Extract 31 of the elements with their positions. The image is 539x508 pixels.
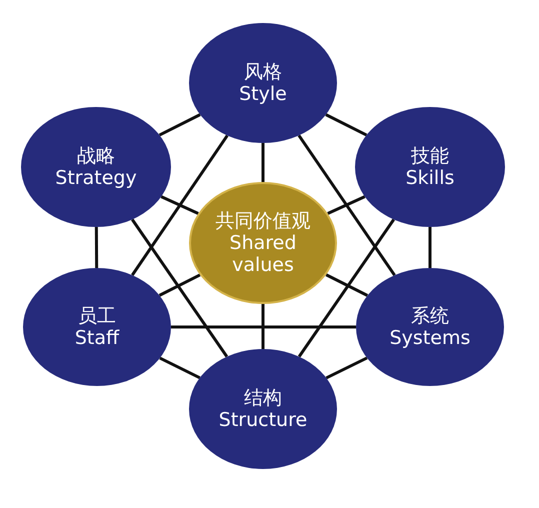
connector-line <box>326 356 368 380</box>
node-label: Style <box>239 83 287 105</box>
node-label: 系统 <box>411 305 449 327</box>
node-label: Systems <box>390 327 470 349</box>
connector-line <box>298 218 395 358</box>
connector-line <box>160 195 199 215</box>
node-label: Shared values <box>228 232 298 276</box>
node-label: 技能 <box>411 145 449 167</box>
node-label: 结构 <box>244 387 282 409</box>
connector-line <box>158 113 201 136</box>
node-label: Structure <box>218 409 308 431</box>
connector-line <box>94 226 98 268</box>
node-label: 风格 <box>244 61 282 83</box>
node-label: 共同价值观 <box>216 210 310 232</box>
node-label: Staff <box>74 327 120 349</box>
node-label: Strategy <box>55 167 137 189</box>
connector-line <box>298 134 396 276</box>
connector-line <box>262 143 264 182</box>
connector-line <box>325 113 368 136</box>
connector-line <box>131 218 228 358</box>
node-label: 战略 <box>77 145 115 167</box>
connector-line <box>159 356 200 380</box>
connector-line <box>131 134 228 276</box>
node-label: 员工 <box>78 305 116 327</box>
node-label: Skills <box>406 167 454 189</box>
connector-line <box>326 273 368 297</box>
connector-line <box>262 304 264 349</box>
connector-line <box>428 227 432 268</box>
connector-line <box>327 195 366 215</box>
connector-line <box>171 326 356 328</box>
connector-line <box>158 274 201 297</box>
